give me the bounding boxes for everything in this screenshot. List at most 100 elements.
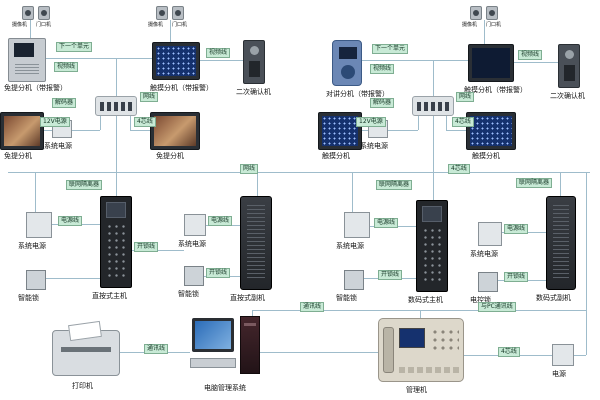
caption-digital-sub: 数码式副机 <box>536 294 571 302</box>
green-label-video-line: 视频线 <box>206 48 231 58</box>
connector-line <box>260 352 378 353</box>
touch-monitor <box>318 112 362 150</box>
connector-line <box>30 20 31 38</box>
connector-line <box>446 116 447 130</box>
printer-device <box>52 320 120 376</box>
smart-lock-box <box>26 270 46 290</box>
caption-touch: 触摸分机 <box>472 152 500 160</box>
manager-buttons <box>399 367 459 373</box>
connector-line <box>446 130 466 131</box>
touch-extension-alarm <box>468 44 514 82</box>
green-label-net-isolator: 联网隔离器 <box>66 180 103 190</box>
green-label-power-line: 电源线 <box>374 218 399 228</box>
caption-elec-lock: 电控锁 <box>470 296 491 304</box>
green-label-net-isolator: 联网隔离器 <box>376 180 413 190</box>
caption-camera: 摄像机 <box>148 22 164 28</box>
device-screen <box>4 116 40 146</box>
system-power-box <box>184 214 206 236</box>
connector-line <box>116 58 117 96</box>
green-label-net-line: 网线 <box>456 92 475 102</box>
green-label-comm-line: 通讯线 <box>300 302 325 312</box>
system-power-box <box>26 212 52 238</box>
panel-screen <box>106 202 126 218</box>
caption-smart-lock: 智能锁 <box>18 294 39 302</box>
printer-paper <box>68 320 102 342</box>
device-screen <box>472 48 510 78</box>
green-label-four-core: 4芯线 <box>448 164 470 174</box>
smart-lock-box <box>344 270 364 290</box>
connector-line <box>200 60 243 61</box>
caption-sys-power: 系统电源 <box>18 242 46 250</box>
unit-vents <box>247 205 265 279</box>
green-label-decoder: 解码器 <box>370 98 395 108</box>
caption-printer: 打印机 <box>72 382 93 390</box>
connector-line <box>170 20 171 44</box>
connector-line <box>35 172 36 212</box>
connector-line <box>352 172 353 212</box>
caption-smart-lock: 智能锁 <box>336 294 357 302</box>
connector-line <box>8 172 590 173</box>
caption-audio-ext: 对讲分机（带报警） <box>326 90 389 98</box>
caption-pc-mgmt: 电脑管理系统 <box>204 384 246 392</box>
green-label-net-line: 网线 <box>240 164 259 174</box>
handsfree-monitor <box>0 112 44 150</box>
green-label-unlock-line: 开锁线 <box>504 272 529 282</box>
caption-digital-host: 数码式主机 <box>408 296 443 304</box>
connector-line <box>116 116 117 172</box>
door-station-device <box>38 6 50 20</box>
green-label-decoder: 解码器 <box>52 98 77 108</box>
computer-screen <box>195 321 231 349</box>
panel-screen <box>422 206 442 222</box>
green-label-unlock-line: 开锁线 <box>134 242 159 252</box>
connector-line <box>484 20 485 44</box>
door-station-device <box>172 6 184 20</box>
green-label-net-isolator: 联网隔离器 <box>516 178 553 188</box>
touch-monitor <box>466 112 516 150</box>
caption-touch-alarm: 触摸分机（带报警） <box>150 84 213 92</box>
caption-sys-power: 系统电源 <box>44 142 72 150</box>
green-label-next-unit: 下一个单元 <box>56 42 93 52</box>
connector-line <box>46 278 100 279</box>
secondary-confirm-unit <box>243 40 265 84</box>
digital-door-panel <box>416 200 448 292</box>
connector-line <box>433 60 434 96</box>
digital-sub-unit <box>546 196 576 290</box>
caption-camera: 摄像机 <box>462 22 478 28</box>
caption-secondary-confirm: 二次确认机 <box>236 88 271 96</box>
caption-sys-power: 系统电源 <box>336 242 364 250</box>
direct-press-sub-unit <box>240 196 272 290</box>
manager-station <box>378 318 464 382</box>
connector-line <box>46 58 152 59</box>
caption-handsfree-alarm: 免提分机（带报警） <box>4 84 67 92</box>
connector-line <box>420 310 421 318</box>
printer-tray <box>61 347 111 352</box>
handsfree-extension-alarm <box>8 38 46 82</box>
connector-line <box>574 355 586 356</box>
green-label-video-line: 视频线 <box>370 64 395 74</box>
caption-direct-sub: 直按式副机 <box>230 294 265 302</box>
green-label-unlock-line: 开锁线 <box>378 270 403 280</box>
computer-tower <box>240 316 260 374</box>
caption-sys-power: 系统电源 <box>178 240 206 248</box>
caption-handsfree: 免提分机 <box>156 152 184 160</box>
connector-line <box>100 116 101 130</box>
caption-touch: 触摸分机 <box>322 152 350 160</box>
audio-extension-alarm <box>332 40 362 86</box>
green-label-video-line: 视频线 <box>518 50 543 60</box>
caption-touch-alarm: 触摸分机（带报警） <box>464 86 527 94</box>
smart-lock-box <box>184 266 204 286</box>
camera-device <box>22 6 34 20</box>
handsfree-monitor <box>150 112 200 150</box>
manager-handset <box>383 327 394 373</box>
system-power-box <box>478 222 502 246</box>
green-label-power-line: 电源线 <box>504 224 529 234</box>
touch-extension-alarm <box>152 42 200 80</box>
green-label-four-core: 4芯线 <box>134 117 156 127</box>
device-screen <box>470 116 512 146</box>
electric-lock-box <box>478 272 498 292</box>
power-adapter-box <box>552 344 574 366</box>
secondary-confirm-unit <box>558 44 580 88</box>
decoder-hub <box>412 96 454 116</box>
green-label-power-line: 电源线 <box>208 216 233 226</box>
camera-device <box>470 6 482 20</box>
